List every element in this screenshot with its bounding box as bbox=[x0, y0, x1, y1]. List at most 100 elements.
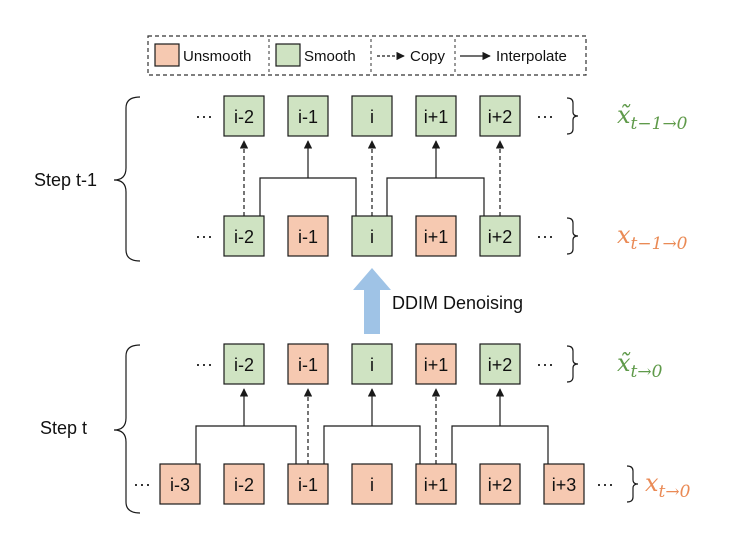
frame-box: i+1 bbox=[415, 215, 457, 257]
legend-interpolate-label: Interpolate bbox=[496, 48, 567, 65]
frame-rows: i-2 i-1 i i+1 i+2 ··· ··· x̃t−1→0 i-2 i-1 i i+1 i+2 ·… bbox=[133, 95, 691, 505]
row-variable-label: x̃t−1→0 bbox=[617, 101, 688, 134]
frame-box: i+3 bbox=[543, 463, 585, 505]
frame-box-rect bbox=[543, 463, 585, 505]
frame-box-label: i-2 bbox=[234, 107, 254, 127]
frame-box-label: i bbox=[370, 227, 374, 247]
row-variable-label: x̃t→0 bbox=[617, 349, 663, 382]
legend-smooth-label: Smooth bbox=[304, 48, 356, 65]
frame-box-rect bbox=[351, 215, 393, 257]
frame-box: i-2 bbox=[223, 215, 265, 257]
row-variable-label: xt→0 bbox=[645, 469, 691, 502]
frame-row-t-1-predicted: i-2 i-1 i i+1 i+2 ··· ··· xt−1→0 bbox=[195, 215, 688, 257]
frame-box-label: i bbox=[370, 107, 374, 127]
frame-box-label: i+1 bbox=[424, 355, 449, 375]
frame-box: i bbox=[351, 343, 393, 385]
frame-box-rect bbox=[351, 343, 393, 385]
frame-box-rect bbox=[159, 463, 201, 505]
row-brace bbox=[566, 97, 579, 135]
frame-box-label: i+2 bbox=[488, 355, 513, 375]
step-t-1-brace bbox=[113, 96, 141, 262]
frame-row-t-smoothed: i-2 i-1 i i+1 i+2 ··· ··· x̃t→0 bbox=[195, 343, 663, 385]
frame-box: i-2 bbox=[223, 463, 265, 505]
frame-box-rect bbox=[223, 215, 265, 257]
legend-frame bbox=[147, 35, 587, 76]
frame-box-rect bbox=[479, 95, 521, 137]
ellipsis-right: ··· bbox=[596, 474, 614, 494]
frame-box: i bbox=[351, 463, 393, 505]
frame-box: i+1 bbox=[415, 463, 457, 505]
frame-box: i-1 bbox=[287, 343, 329, 385]
frame-box-rect bbox=[415, 215, 457, 257]
frame-box: i+1 bbox=[415, 343, 457, 385]
frame-box-rect bbox=[479, 343, 521, 385]
frame-box-label: i-1 bbox=[298, 227, 318, 247]
frame-box-rect bbox=[287, 95, 329, 137]
legend: Unsmooth Smooth Copy Interpolate bbox=[147, 35, 587, 76]
frame-box-rect bbox=[479, 215, 521, 257]
frame-box-label: i-3 bbox=[170, 475, 190, 495]
ellipsis-right: ··· bbox=[536, 354, 554, 374]
frame-box: i bbox=[351, 215, 393, 257]
ellipsis-left: ··· bbox=[195, 106, 213, 126]
up-arrow-icon bbox=[353, 268, 391, 334]
frame-box: i+2 bbox=[479, 215, 521, 257]
frame-box-label: i+3 bbox=[552, 475, 577, 495]
frame-box-rect bbox=[415, 95, 457, 137]
frame-box: i+2 bbox=[479, 343, 521, 385]
frame-row-t-predicted: i-3 i-2 i-1 i i+1 i+2 i+3 ··· ··· xt→0 bbox=[133, 463, 691, 505]
frame-box-label: i+1 bbox=[424, 107, 449, 127]
frame-box: i-1 bbox=[287, 463, 329, 505]
ddim-denoising-arrow: DDIM Denoising bbox=[353, 268, 523, 334]
frame-box-label: i-2 bbox=[234, 475, 254, 495]
ellipsis-left: ··· bbox=[195, 354, 213, 374]
row-brace bbox=[626, 465, 639, 503]
legend-copy-label: Copy bbox=[410, 48, 446, 65]
interpolate-connector bbox=[259, 177, 357, 216]
frame-box-label: i-1 bbox=[298, 355, 318, 375]
ellipsis-left: ··· bbox=[195, 226, 213, 246]
step-t-label: Step t bbox=[40, 418, 87, 438]
row-brace bbox=[566, 217, 579, 255]
frame-box: i-2 bbox=[223, 343, 265, 385]
frame-box-rect bbox=[223, 343, 265, 385]
interpolate-connector bbox=[386, 177, 485, 216]
frame-box: i+2 bbox=[479, 463, 521, 505]
frame-box-label: i bbox=[370, 355, 374, 375]
frame-box-label: i-1 bbox=[298, 475, 318, 495]
frame-box-rect bbox=[351, 95, 393, 137]
frame-box: i-3 bbox=[159, 463, 201, 505]
ellipsis-left: ··· bbox=[133, 474, 151, 494]
frame-box-rect bbox=[223, 95, 265, 137]
interpolate-connector bbox=[195, 425, 297, 464]
row-variable-label: xt−1→0 bbox=[617, 221, 688, 254]
frame-box-rect bbox=[287, 215, 329, 257]
row-brace bbox=[566, 345, 579, 383]
frame-box-label: i-2 bbox=[234, 227, 254, 247]
legend-smooth-swatch bbox=[275, 43, 301, 67]
frame-box: i-1 bbox=[287, 95, 329, 137]
connectors bbox=[195, 140, 549, 464]
interpolate-connector bbox=[323, 425, 421, 464]
legend-unsmooth-label: Unsmooth bbox=[183, 48, 251, 65]
interpolate-connector bbox=[451, 425, 549, 464]
frame-box-label: i-1 bbox=[298, 107, 318, 127]
frame-box-label: i+2 bbox=[488, 107, 513, 127]
frame-box: i+2 bbox=[479, 95, 521, 137]
frame-box-label: i+1 bbox=[424, 227, 449, 247]
frame-box-rect bbox=[415, 463, 457, 505]
frame-box-rect bbox=[415, 343, 457, 385]
frame-box: i-2 bbox=[223, 95, 265, 137]
step-t-1-label: Step t-1 bbox=[34, 170, 97, 190]
ddim-denoising-label: DDIM Denoising bbox=[392, 293, 523, 313]
frame-box-label: i+2 bbox=[488, 227, 513, 247]
frame-box: i bbox=[351, 95, 393, 137]
frame-box-rect bbox=[287, 463, 329, 505]
ellipsis-right: ··· bbox=[536, 226, 554, 246]
frame-box-label: i bbox=[370, 475, 374, 495]
frame-box-rect bbox=[223, 463, 265, 505]
frame-box-rect bbox=[287, 343, 329, 385]
frame-box-label: i-2 bbox=[234, 355, 254, 375]
frame-box: i+1 bbox=[415, 95, 457, 137]
